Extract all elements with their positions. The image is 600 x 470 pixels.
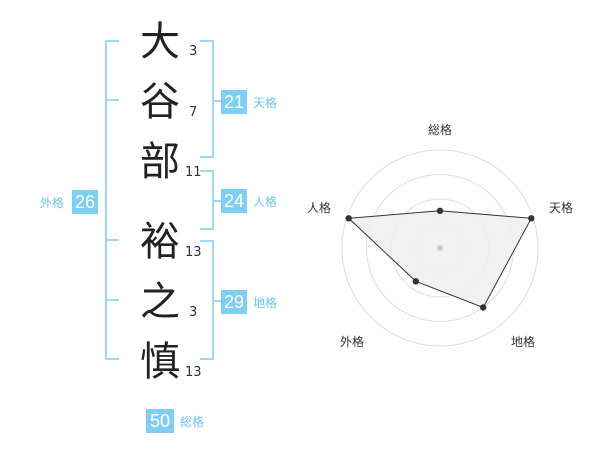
radar-label-tenkaku: 天格 <box>549 201 574 215</box>
chikaku-bracket-bottom <box>200 358 214 360</box>
stroke-count-5: 3 <box>189 305 198 320</box>
soukaku-score: 50 <box>146 409 174 433</box>
stroke-count-6: 13 <box>185 365 202 380</box>
chikaku-label: 地格 <box>253 296 278 310</box>
outer-bracket-bottom <box>105 358 119 360</box>
radar-chart <box>341 149 539 347</box>
tenkaku-bracket-top <box>200 40 214 42</box>
jinkaku-bracket-arm <box>212 200 222 202</box>
radar-ring-4 <box>341 149 539 347</box>
radar-point-2 <box>528 215 535 222</box>
radar-label-jinkaku: 人格 <box>307 201 332 215</box>
soukaku-label: 総格 <box>180 415 205 429</box>
radar-label-chikaku: 地格 <box>511 335 536 349</box>
tenkaku-bracket-bottom <box>200 156 214 158</box>
chikaku-bracket-arm <box>212 300 222 302</box>
tenkaku-bracket-line <box>212 40 214 158</box>
stroke-count-1: 3 <box>189 44 198 59</box>
outer-bracket-tick-2 <box>105 99 119 101</box>
name-char-3: 部 <box>140 139 180 185</box>
outer-bracket-top <box>105 40 119 42</box>
stroke-count-3: 11 <box>185 165 202 180</box>
jinkaku-score: 24 <box>221 189 247 213</box>
tenkaku-bracket-arm <box>212 100 222 102</box>
tenkaku-label: 天格 <box>253 96 278 110</box>
radar-points <box>345 207 535 311</box>
outer-bracket-tick-4 <box>105 239 119 241</box>
radar-point-5 <box>345 215 352 222</box>
name-char-2: 谷 <box>140 79 180 125</box>
jinkaku-bracket-bottom <box>200 228 214 230</box>
chikaku-score: 29 <box>221 290 247 314</box>
chikaku-bracket-top <box>200 240 214 242</box>
radar-area <box>347 210 533 309</box>
radar-point-4 <box>412 278 419 285</box>
gaikaku-score: 26 <box>72 190 98 214</box>
name-char-1: 大 <box>140 19 180 65</box>
radar-point-3 <box>480 304 487 311</box>
radar-center-dot <box>437 245 443 251</box>
radar-point-1 <box>436 207 444 214</box>
radar-label-soukaku: 総格 <box>428 123 453 137</box>
tenkaku-score: 21 <box>221 90 247 114</box>
name-char-6: 慎 <box>140 339 180 385</box>
name-char-4: 裕 <box>140 219 180 265</box>
stroke-count-2: 7 <box>189 105 198 120</box>
name-char-5: 之 <box>140 279 180 325</box>
jinkaku-bracket-top <box>200 170 214 172</box>
stroke-count-4: 13 <box>185 245 202 260</box>
radar-label-gaikaku: 外格 <box>340 335 365 349</box>
jinkaku-label: 人格 <box>253 195 278 209</box>
gaikaku-label: 外格 <box>40 196 65 210</box>
outer-bracket-tick-5 <box>105 299 119 301</box>
outer-bracket-line <box>105 40 107 360</box>
